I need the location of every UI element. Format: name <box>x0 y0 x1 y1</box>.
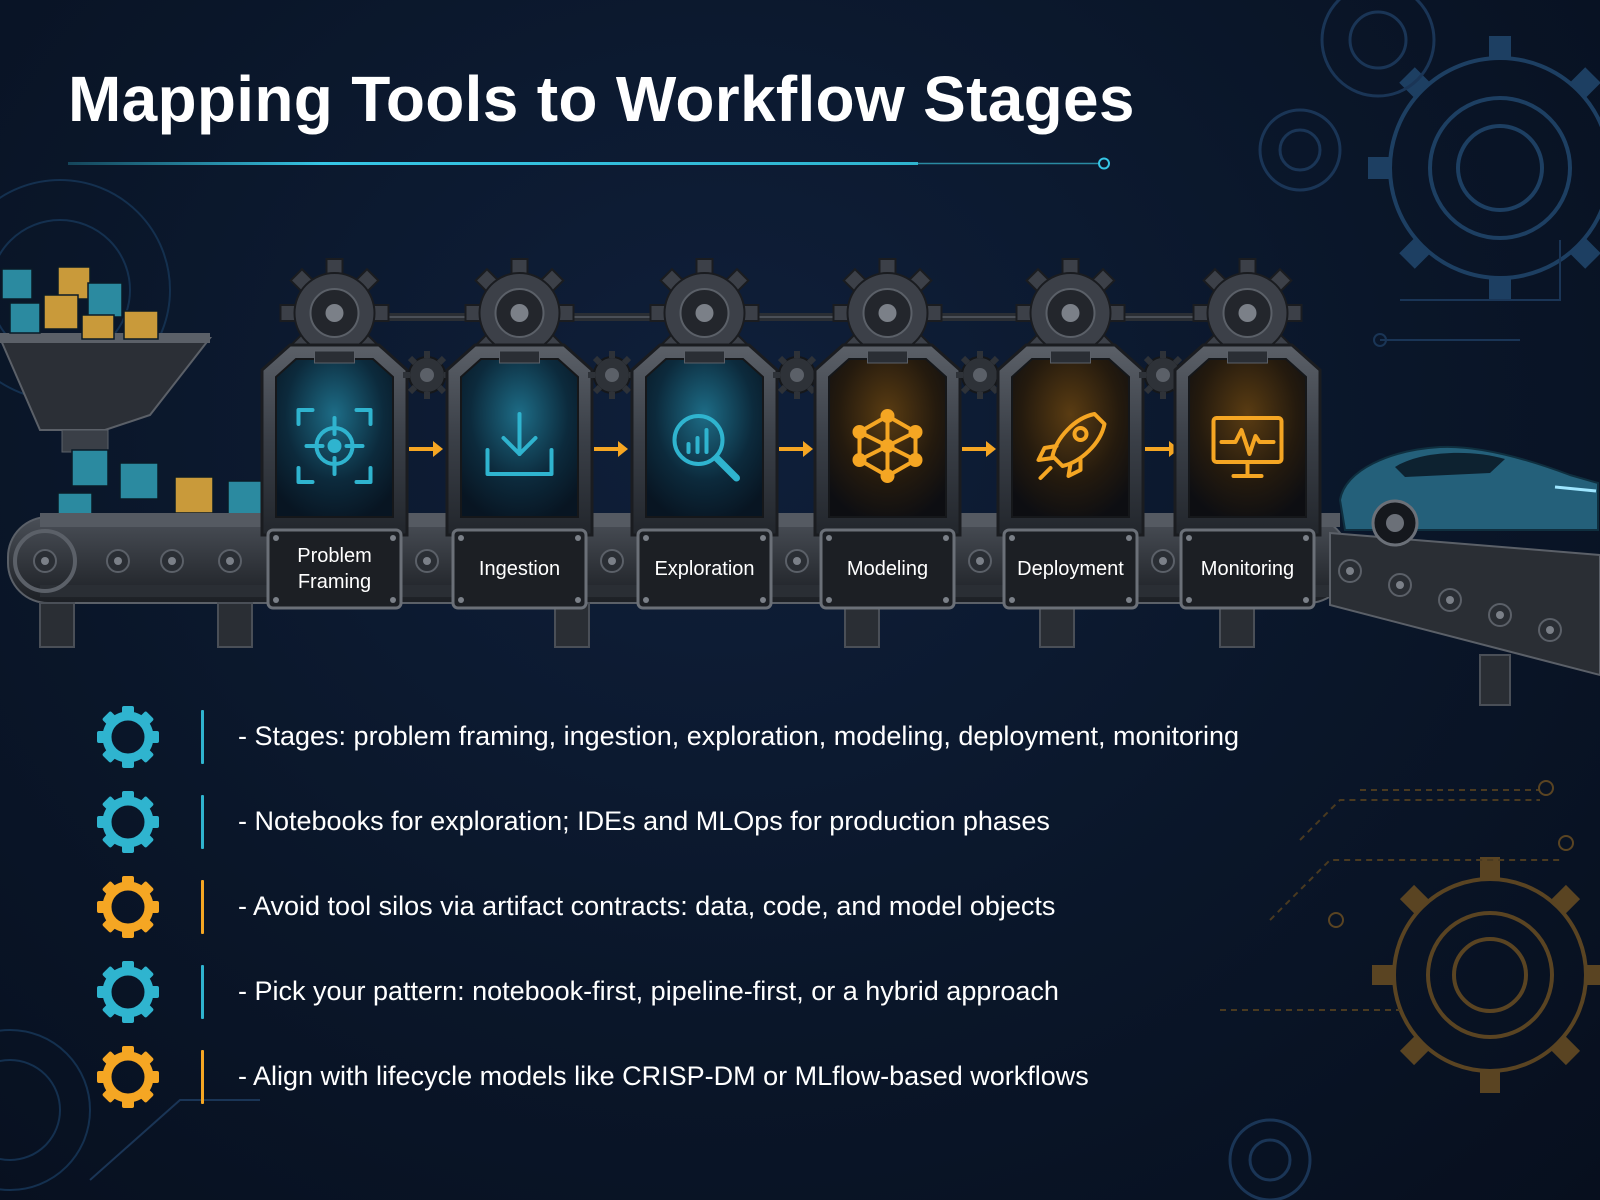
bullet-list: - Stages: problem framing, ingestion, ex… <box>95 694 1295 1119</box>
monitor-pulse-icon <box>1211 416 1284 478</box>
target-icon <box>296 408 373 484</box>
bullet-divider <box>201 709 204 764</box>
bullet-text: - Pick your pattern: notebook-first, pip… <box>238 976 1059 1006</box>
bullet-divider <box>201 879 204 934</box>
gear-icon <box>95 959 161 1025</box>
bullet-text: - Align with lifecycle models like CRISP… <box>238 1061 1089 1091</box>
stage-label-3: Exploration <box>654 558 755 580</box>
gear-icon <box>95 874 161 940</box>
gear-icon <box>95 1044 161 1110</box>
bullet-item: - Pick your pattern: notebook-first, pip… <box>95 949 1295 1034</box>
page-title: Mapping Tools to Workflow Stages <box>68 63 1135 135</box>
stage-label-1: Problem Framing <box>297 545 372 593</box>
stage-unit-4 <box>813 258 962 610</box>
network-icon <box>852 409 923 483</box>
stage-label-2: Ingestion <box>478 558 561 580</box>
stage-unit-1 <box>260 258 409 610</box>
bullet-divider <box>201 964 204 1019</box>
stage-unit-6 <box>1173 258 1322 610</box>
stage-label-5: Deployment <box>1017 558 1124 580</box>
stage-arrow-4 <box>956 351 1004 573</box>
input-funnel <box>0 266 265 518</box>
stage-unit-2 <box>445 258 594 610</box>
bullet-text: - Notebooks for exploration; IDEs and ML… <box>238 806 1050 836</box>
bullet-item: - Notebooks for exploration; IDEs and ML… <box>95 779 1295 864</box>
stage-arrow-3 <box>773 351 821 573</box>
workflow-machine <box>0 258 1600 706</box>
stage-label-4: Modeling <box>846 558 929 580</box>
bullet-divider <box>201 1049 204 1104</box>
bullet-item: - Stages: problem framing, ingestion, ex… <box>95 694 1295 779</box>
gear-icon <box>95 789 161 855</box>
bullet-item: - Align with lifecycle models like CRISP… <box>95 1034 1295 1119</box>
gear-icon <box>95 704 161 770</box>
stage-arrow-1 <box>403 351 451 573</box>
bullet-text: - Stages: problem framing, ingestion, ex… <box>238 721 1240 751</box>
conveyor-belt <box>7 513 1600 706</box>
stage-unit-3 <box>630 258 779 610</box>
rocket-icon <box>1036 412 1107 480</box>
stage-unit-5 <box>996 258 1145 610</box>
stage-arrow-2 <box>588 351 636 573</box>
bullet-divider <box>201 794 204 849</box>
download-icon <box>485 412 554 476</box>
magnifier-chart-icon <box>672 414 740 482</box>
output-car <box>1338 445 1599 547</box>
bullet-text: - Avoid tool silos via artifact contract… <box>238 891 1056 921</box>
bullet-item: - Avoid tool silos via artifact contract… <box>95 864 1295 949</box>
stage-label-6: Monitoring <box>1200 558 1295 580</box>
title-underline <box>68 157 1110 170</box>
